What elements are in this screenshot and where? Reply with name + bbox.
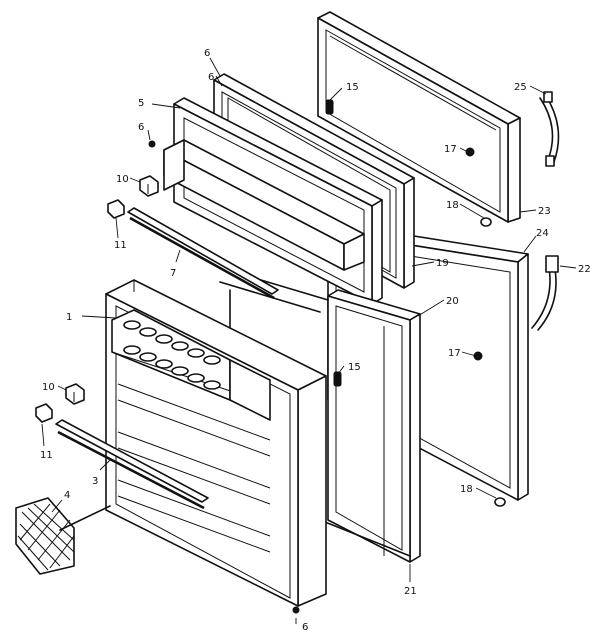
upper-door-handle: [539, 91, 560, 167]
bracket-10-upper: [139, 175, 159, 197]
callout-17-lower: 17: [448, 348, 461, 359]
hinge-pin-15-upper: [325, 99, 334, 115]
callout-11-upper: 11: [114, 240, 127, 251]
callout-6-upper: 6: [208, 72, 214, 83]
cap-18-upper: [480, 217, 492, 227]
callout-17-upper: 17: [444, 144, 457, 155]
callout-labels: 1 3 4 5 6 6 6 6 7 10 10 11 11 15 15 17 1…: [40, 48, 591, 633]
callout-18-upper: 18: [446, 200, 459, 211]
dairy-door-grille: [15, 497, 111, 575]
callout-24: 24: [536, 228, 549, 239]
bracket-11-upper: [107, 199, 125, 219]
callout-7: 7: [170, 268, 176, 279]
lower-door-gasket: [327, 289, 421, 563]
hinge-pin-15-lower: [333, 371, 342, 387]
callout-4: 4: [64, 490, 70, 501]
callout-6-top: 6: [204, 48, 210, 59]
callout-18-lower: 18: [460, 484, 473, 495]
screw-17-upper: [465, 147, 475, 157]
bracket-10-lower: [65, 383, 85, 405]
upper-door-outer-panel: [317, 11, 521, 223]
callout-22: 22: [578, 264, 591, 275]
callout-20: 20: [446, 296, 459, 307]
upper-door-liner: [163, 97, 383, 305]
callout-21: 21: [404, 586, 417, 597]
lower-door-handle: [531, 255, 559, 331]
callout-1: 1: [66, 312, 72, 323]
screw-6-left: [148, 140, 156, 148]
callout-25: 25: [514, 82, 527, 93]
callout-10-lower: 10: [42, 382, 55, 393]
screw-17-lower: [473, 351, 483, 361]
callout-11-lower: 11: [40, 450, 53, 461]
callout-3: 3: [92, 476, 98, 487]
callout-5: 5: [138, 98, 144, 109]
callout-19: 19: [436, 258, 449, 269]
lower-shelf-rail: [55, 419, 209, 510]
callout-10-upper: 10: [116, 174, 129, 185]
cap-18-lower: [494, 497, 506, 507]
egg-tray-cups: [123, 320, 221, 390]
bracket-11-lower: [35, 403, 53, 423]
callout-23: 23: [538, 206, 551, 217]
callout-leaders: [41, 57, 577, 624]
callout-15-upper: 15: [346, 82, 359, 93]
callout-15-lower: 15: [348, 362, 361, 373]
callout-6-left: 6: [138, 122, 144, 133]
lower-door-liner: [105, 279, 327, 607]
callout-6-bottom: 6: [302, 622, 308, 633]
upper-shelf-rail: [127, 207, 279, 300]
screw-6-bottom: [292, 606, 300, 614]
